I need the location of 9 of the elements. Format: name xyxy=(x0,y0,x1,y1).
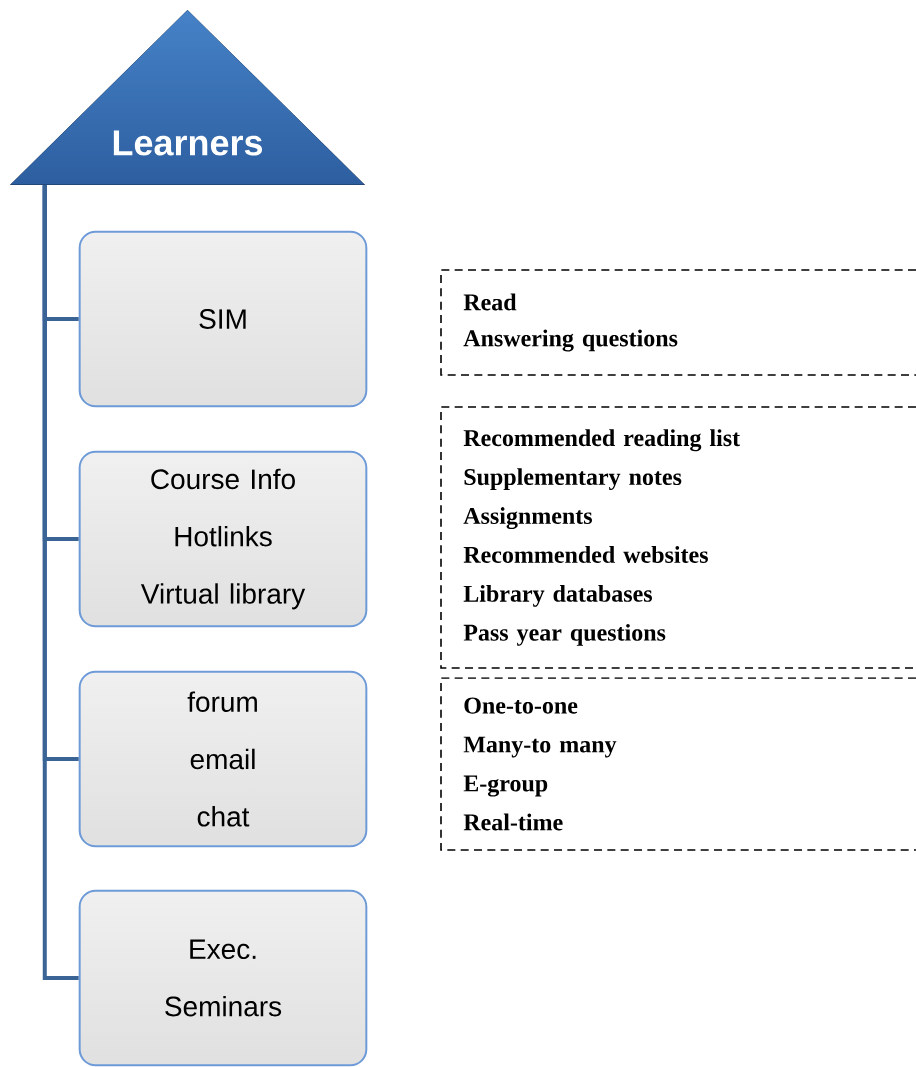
triangle-heading: Learners xyxy=(10,10,365,185)
dashed-list-box: Read Answering questions xyxy=(440,269,916,376)
rounded-box: SIM xyxy=(78,230,368,408)
dashed-list-box: One-to-one Many-to many E-group Real-time xyxy=(440,677,916,851)
connector-line xyxy=(42,185,79,980)
rounded-box: Exec. Seminars xyxy=(78,889,368,1067)
rounded-box: Course Info Hotlinks Virtual library xyxy=(78,450,368,628)
dashed-list-box: Recommended reading list Supplementary notes Assignments Recommended websites Library databases Pass year questions xyxy=(440,406,916,669)
rounded-box: forum email chat xyxy=(78,670,368,848)
